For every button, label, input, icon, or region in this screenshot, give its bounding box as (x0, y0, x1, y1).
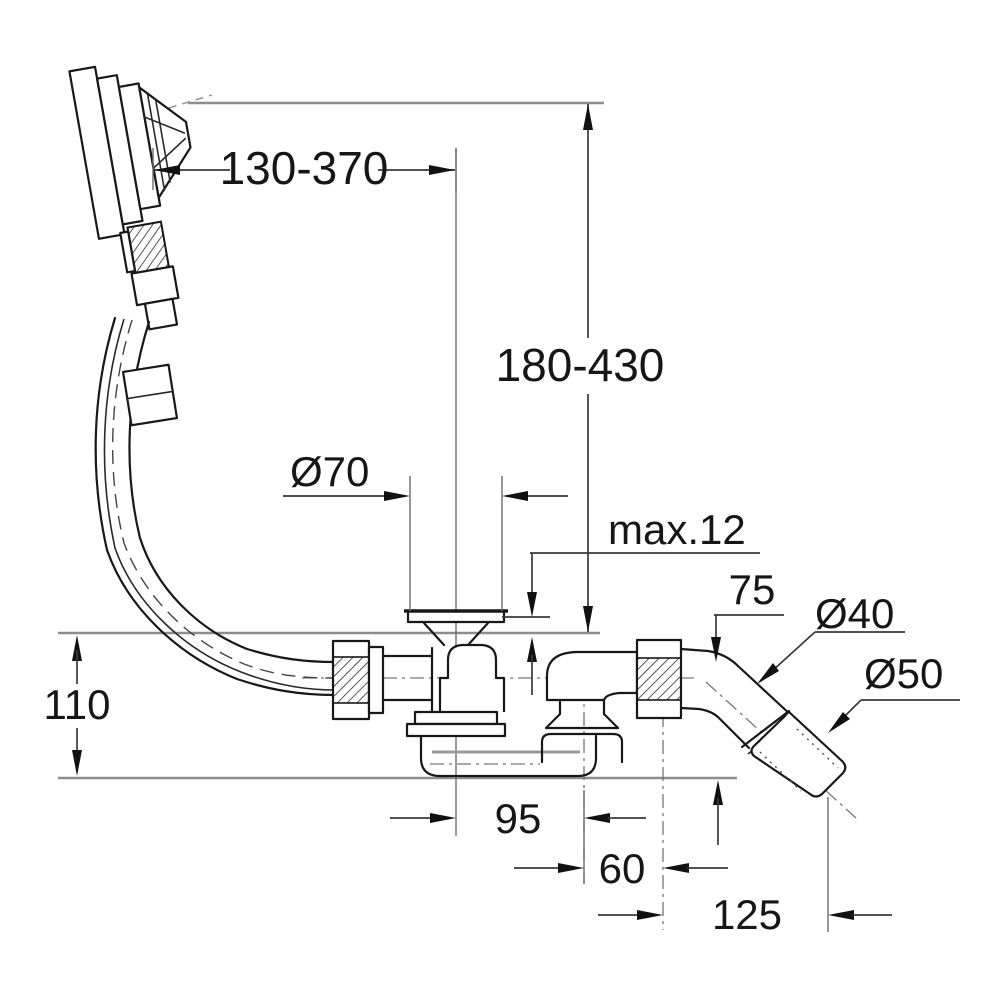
elbow-foot (540, 732, 624, 764)
elbow-dome (545, 650, 639, 702)
dim-125: 125 (598, 797, 892, 938)
outlet-pipe (679, 647, 847, 798)
outlet-sleeve (750, 710, 847, 798)
overflow-knob (68, 65, 192, 331)
dim-label-plug-diameter: Ø70 (290, 448, 369, 495)
dim-label-outlet-height: 75 (729, 566, 776, 613)
dim-110: 110 (44, 635, 111, 776)
reference-lines (58, 101, 737, 780)
dim-d50: Ø50 (828, 650, 960, 733)
dim-d40: Ø40 (757, 590, 905, 684)
knob-axis (141, 94, 213, 117)
dim-label-height: 180-430 (496, 339, 665, 391)
hose-coupling (121, 363, 179, 427)
hose-nut (331, 639, 434, 721)
outlet-pipe-top-edge (679, 647, 794, 718)
dim-label-pipe-diameter: Ø40 (815, 590, 894, 637)
dim-label-sleeve-diameter: Ø50 (864, 650, 943, 697)
dim-75: 75 (711, 566, 784, 845)
dim-label-span: 130-370 (220, 142, 389, 194)
plug-cap (438, 643, 506, 712)
dim-label-offset-plug-trap: 95 (495, 795, 542, 842)
trap-body (419, 734, 598, 778)
flexible-hose (94, 316, 337, 697)
dim-label-offset-trap-elbow: 60 (599, 845, 646, 892)
dim-95: 95 (390, 790, 646, 884)
waste-plug (404, 609, 598, 778)
dim-180-430: 180-430 (496, 104, 665, 632)
dim-d70: Ø70 (283, 448, 568, 611)
dim-130-370: 130-370 (152, 142, 457, 194)
dim-max12: max.12 (502, 506, 760, 695)
knob-cone (138, 86, 192, 199)
dim-label-offset-elbow-end: 125 (712, 891, 782, 938)
dim-label-max-thickness: max.12 (608, 506, 746, 553)
dim-60: 60 (514, 845, 728, 892)
overflow-elbow (540, 638, 683, 764)
hose-center-line (111, 319, 336, 679)
dim-label-trap-height: 110 (44, 681, 111, 728)
outlet-pipe-bottom-edge (679, 706, 751, 750)
